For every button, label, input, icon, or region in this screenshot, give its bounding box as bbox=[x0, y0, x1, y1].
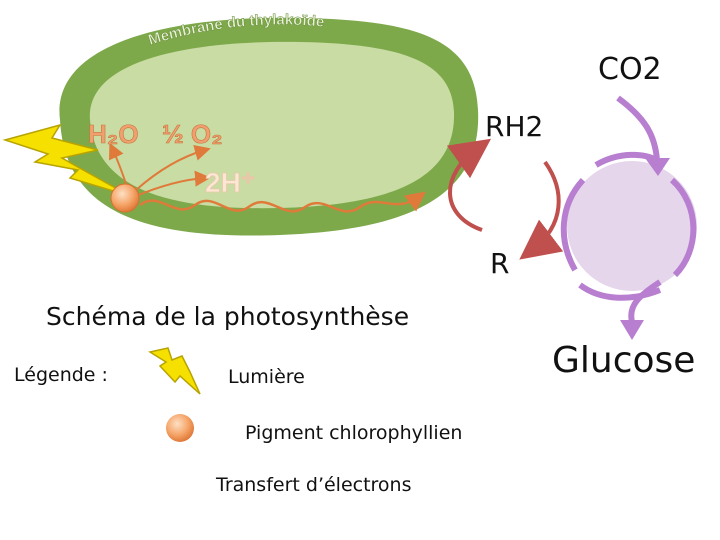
legend-light-label: Lumière bbox=[228, 366, 305, 388]
half-o2-label: ½ O₂ bbox=[162, 119, 223, 149]
legend-lightning-icon bbox=[148, 347, 201, 395]
calvin-cycle-disc bbox=[567, 161, 697, 291]
co2-input-arrow bbox=[616, 95, 660, 161]
thylakoid: Membrane du thylakoïde bbox=[59, 11, 479, 236]
electron-transport-wave bbox=[139, 191, 426, 213]
co2-arrowhead bbox=[645, 158, 670, 176]
h2o-label: H₂O bbox=[88, 119, 139, 149]
r-label: R bbox=[490, 247, 510, 280]
arrow-to-2h bbox=[135, 170, 211, 197]
glucose-label: Glucose bbox=[552, 340, 696, 381]
calvin-arc-left bbox=[560, 177, 586, 272]
legend-heading: Légende : bbox=[14, 364, 108, 386]
lightning-bolt-icon bbox=[2, 123, 131, 197]
arrow-r-to-rh2 bbox=[446, 138, 492, 232]
legend-pigment-label: Pigment chlorophyllien bbox=[245, 422, 463, 444]
diagram-title: Schéma de la photosynthèse bbox=[46, 302, 410, 331]
rh2-label: RH2 bbox=[485, 110, 544, 143]
calvin-cycle bbox=[560, 95, 697, 340]
co2-label: CO2 bbox=[598, 52, 662, 87]
legend-electron-label: Transfert d’électrons bbox=[216, 474, 412, 496]
glucose-arrowhead bbox=[620, 320, 644, 340]
arrow-to-o2 bbox=[135, 145, 211, 191]
glucose-output-arrow bbox=[628, 279, 662, 323]
thylakoid-lumen bbox=[89, 41, 455, 209]
pigment-molecule bbox=[110, 183, 140, 213]
calvin-arc-bottom bbox=[578, 282, 662, 301]
two-h-plus-label: 2H⁺ bbox=[205, 167, 256, 198]
legend-pigment-icon bbox=[166, 414, 194, 442]
arrow-rh2-to-r bbox=[519, 160, 564, 260]
calvin-arc-right bbox=[669, 177, 697, 278]
